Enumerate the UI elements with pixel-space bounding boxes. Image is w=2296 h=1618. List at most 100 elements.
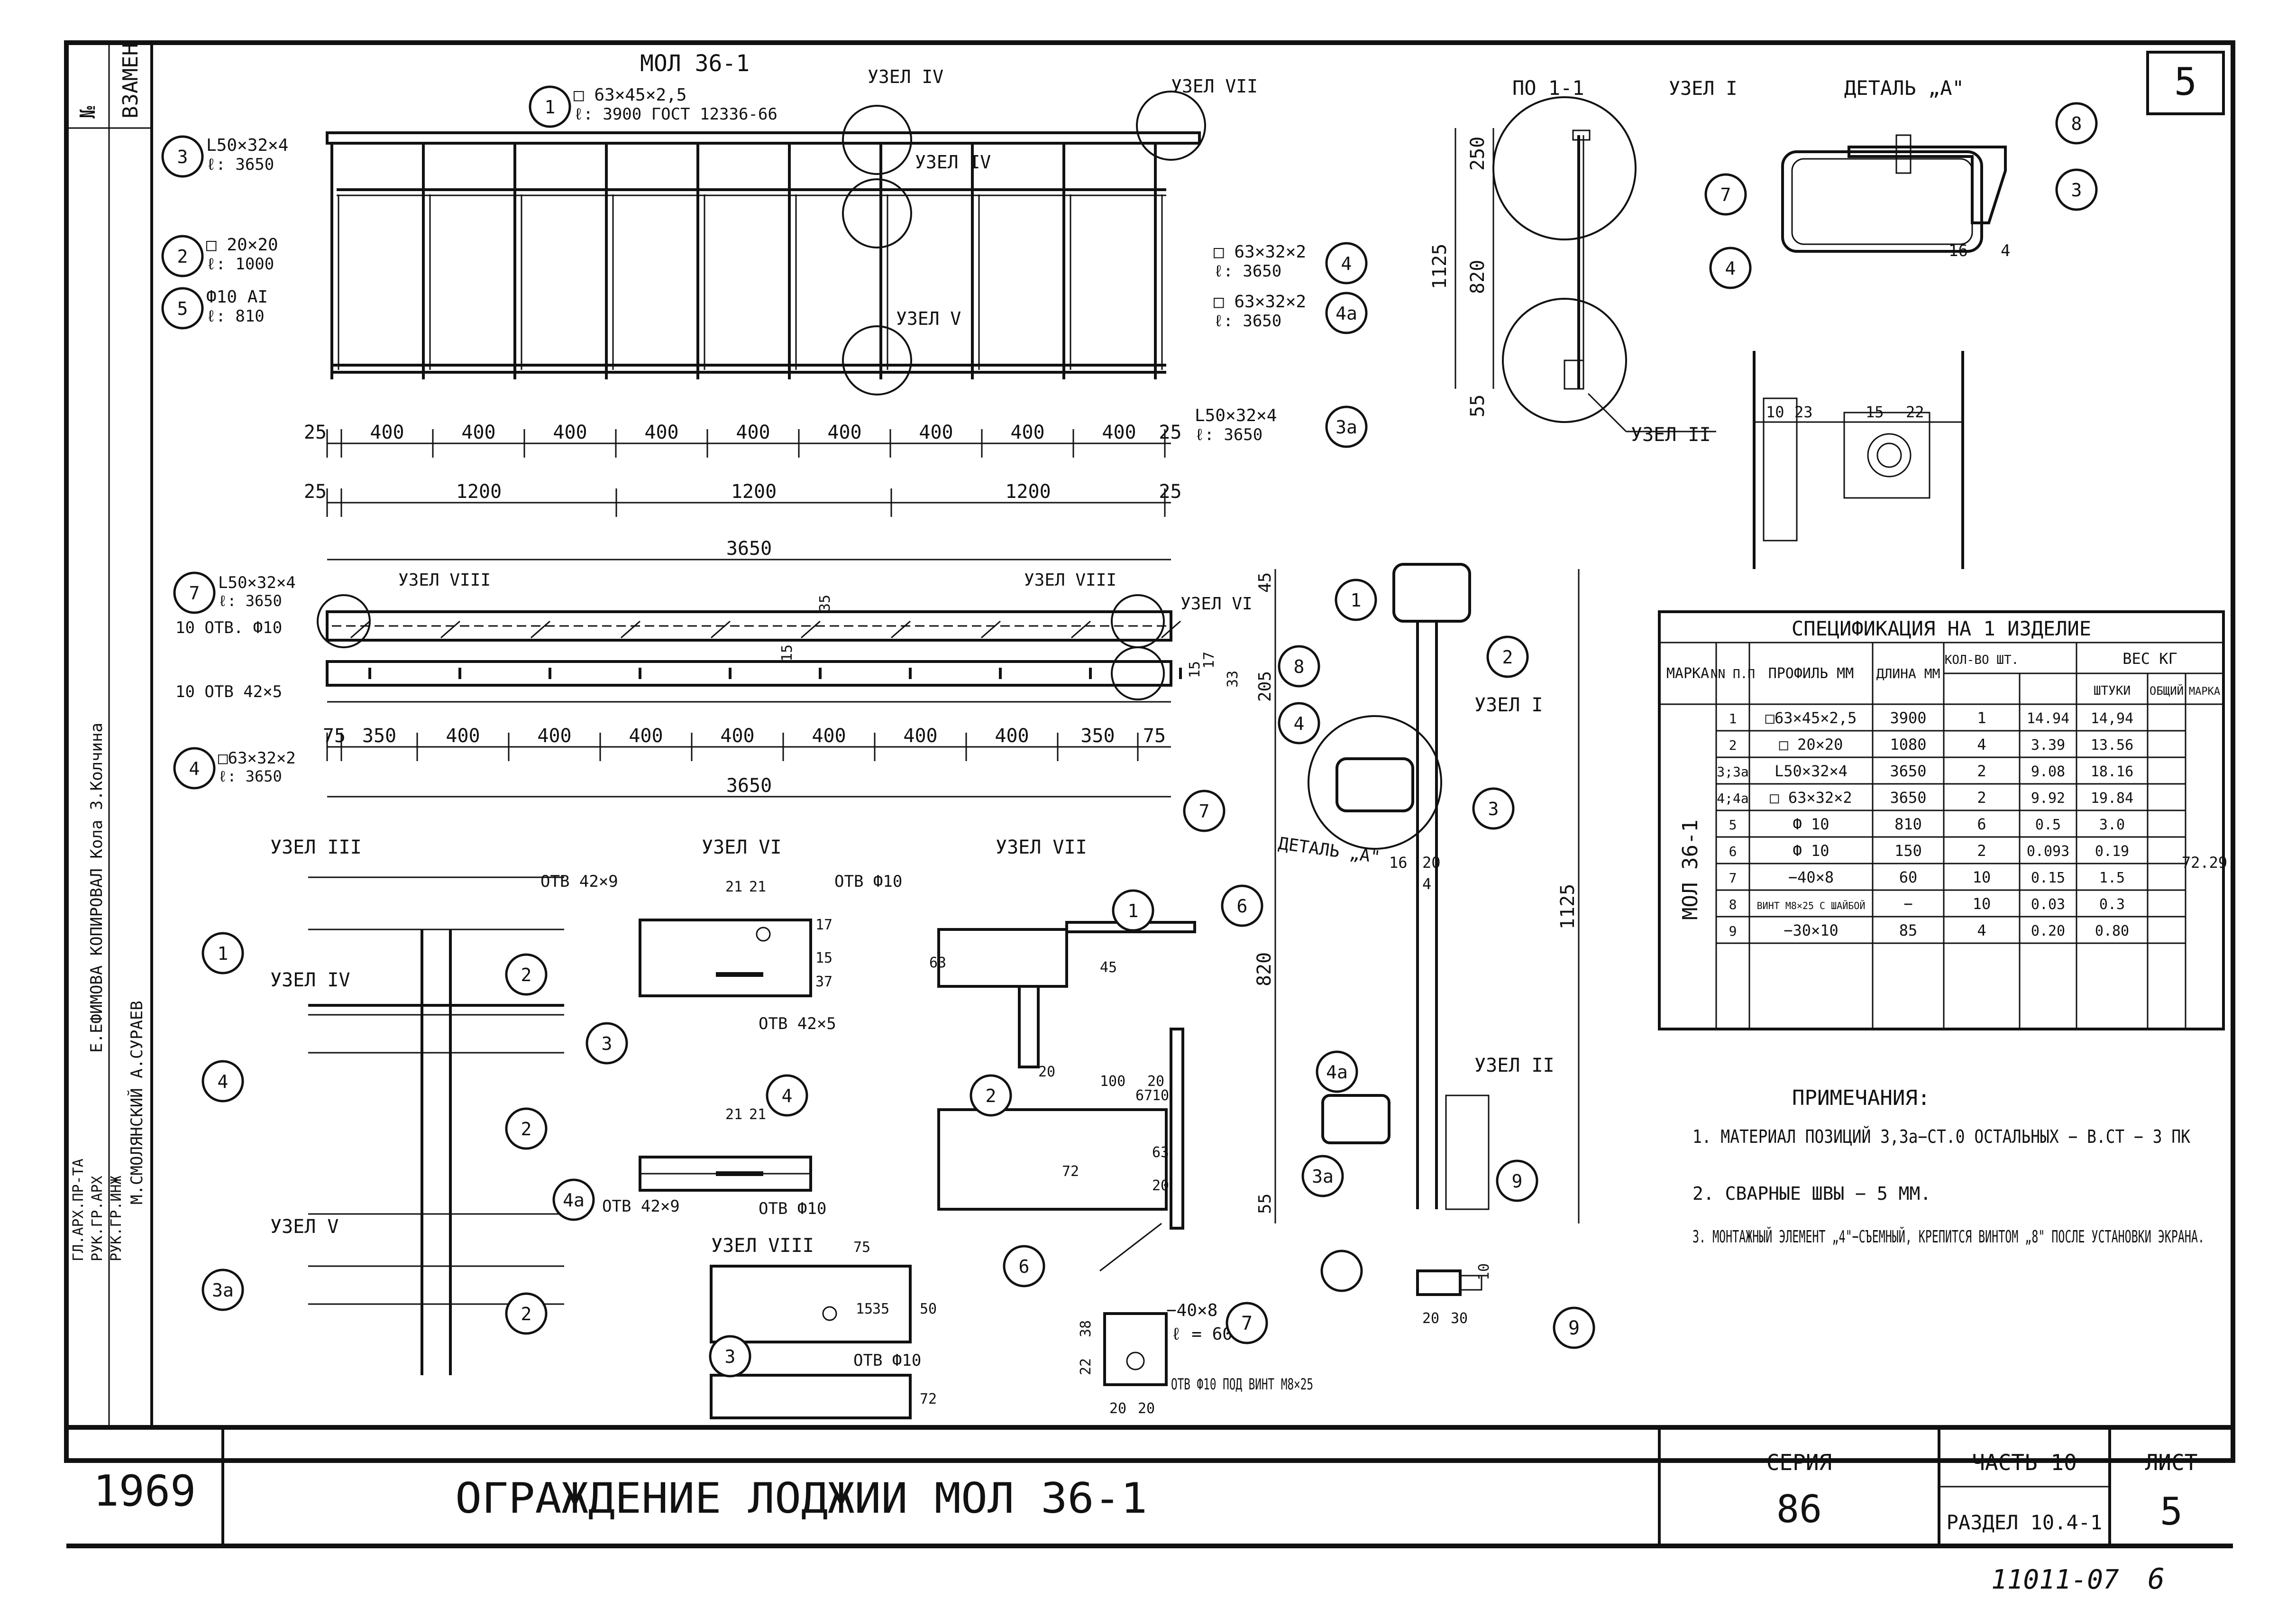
spec-row-6-total: 1.5 — [2099, 870, 2125, 886]
elev-callout-5-num: 5 — [177, 298, 188, 319]
node7-callout-2-num: 2 — [986, 1085, 997, 1106]
note-3: 3. МОНТАЖНЫЙ ЭЛЕМЕНТ „4"−СЪЕМНЫЙ, КРЕПИТ… — [1692, 1227, 2205, 1247]
plan-callout-4-profile: □63×32×2 — [218, 749, 296, 768]
spec-row-6-profile: −40×8 — [1788, 868, 1834, 886]
spec-row-1-unit: 3.39 — [2031, 737, 2065, 754]
elev-callout-1 — [529, 85, 571, 128]
node4-label: УЗЕЛ IV — [270, 969, 350, 991]
rs-detail-a: ДЕТАЛЬ „А" — [1277, 834, 1381, 867]
rs-callout-4 — [1278, 702, 1320, 745]
node7-dim-3: 20 — [1147, 1073, 1164, 1090]
node-callout-2c — [505, 1292, 548, 1335]
node6-label: УЗЕЛ VI — [702, 837, 782, 858]
plate7-size: −40×8 — [1166, 1301, 1217, 1320]
spec-row-0-profile: □63×45×2,5 — [1765, 709, 1857, 727]
rs-dim-45: 45 — [1255, 572, 1275, 593]
spec-row-7-total: 0.3 — [2099, 896, 2125, 913]
node6-hole-top-right: ОТВ Ф10 — [834, 872, 902, 891]
plate7-dim-20a: 20 — [1109, 1400, 1126, 1417]
left-margin: ВЗАМЕН № Е.ЕФИМОВА КОПИРОВАЛ Кола З.Колч… — [70, 43, 146, 1261]
spec-row-1-qty: 4 — [1977, 735, 1986, 754]
elev-callout-2-length: ℓ: 1000 — [206, 255, 274, 274]
node7-callout-6b — [1003, 1245, 1045, 1287]
rs-callout-8 — [1278, 645, 1320, 688]
plan-dim-35: 35 — [817, 595, 833, 612]
node7-dim-5: 10 — [1152, 1087, 1169, 1104]
spec-row-2-qty: 2 — [1977, 762, 1986, 780]
detail-a-callout-8 — [2055, 102, 2098, 145]
spec-h-total: ОБЩИЙ — [2150, 684, 2184, 698]
spec-row-7-qty: 10 — [1973, 895, 1991, 913]
detail-a-callout-7 — [1704, 173, 1747, 216]
plate7-hole: ОТВ Ф10 ПОД ВИНТ М8×25 — [1171, 1375, 1313, 1393]
node6-hole-top-left: ОТВ 42×9 — [540, 872, 618, 891]
node-callout-4a — [552, 1178, 595, 1221]
plan-holes-bottom: 10 ОТВ 42×5 — [175, 682, 282, 701]
spec-row-4-no: 5 — [1729, 817, 1737, 833]
section-1-1: ПО 1-1 УЗЕЛ I 1125 250 820 55 УЗЕЛ II — [1429, 76, 1738, 446]
node-callout-4a-num: 4а — [563, 1190, 585, 1211]
title-sheet-label: ЛИСТ — [2145, 1450, 2198, 1475]
node7-dim-0: 45 — [1100, 959, 1117, 976]
elev-node7-label: УЗЕЛ VII — [1171, 76, 1258, 97]
plan-view: УЗЕЛ VIII УЗЕЛ VIII УЗЕЛ VI 10 ОТВ. Ф10 … — [173, 570, 1253, 798]
callout-2-bar — [1320, 1250, 1363, 1292]
plan-dim-15: 15 — [779, 644, 796, 662]
node7-callout-6 — [1221, 884, 1263, 927]
plan-dim-2: 400 — [446, 725, 480, 747]
rs-dim-205: 205 — [1255, 671, 1275, 702]
elev-callout-4-num: 4 — [1341, 253, 1352, 274]
elev-callout-3-num: 3 — [177, 147, 188, 167]
elev-node5-label: УЗЕЛ V — [896, 308, 961, 329]
spec-title: СПЕЦИФИКАЦИЯ НА 1 ИЗДЕЛИЕ — [1792, 617, 2091, 640]
plan-dim-17: 17 — [1201, 652, 1217, 669]
node6-dim-6: 21 — [725, 1106, 742, 1123]
spec-row-1-total: 13.56 — [2091, 737, 2133, 754]
spec-row-6-unit: 0.15 — [2031, 870, 2065, 886]
section-node1: УЗЕЛ I — [1669, 78, 1738, 100]
spec-table: СПЕЦИФИКАЦИЯ НА 1 ИЗДЕЛИЕ МАРКА NN П.П П… — [1658, 610, 2227, 1030]
spec-row-7-unit: 0.03 — [2031, 896, 2065, 913]
spec-row-4-profile: Ф 10 — [1793, 815, 1829, 833]
section-title: ПО 1-1 — [1512, 76, 1584, 100]
elev-dim-400-1: 400 — [370, 422, 404, 443]
spec-row-2-profile: L50×32×4 — [1775, 762, 1848, 780]
spec-row-2-unit: 9.08 — [2031, 763, 2065, 780]
node8-dim-0: 75 — [853, 1239, 870, 1256]
elev-dim-1200-0: 25 — [304, 481, 327, 503]
elev-dim-400-3: 400 — [553, 422, 587, 443]
elev-callout-2-num: 2 — [177, 246, 188, 267]
plate7-dim-38: 38 — [1078, 1320, 1094, 1337]
node-callout-3-num: 3 — [602, 1033, 613, 1054]
elev-callout-4а-num: 4а — [1336, 303, 1357, 324]
node-callout-2c-num: 2 — [521, 1304, 532, 1324]
node6-dim-7: 21 — [749, 1106, 766, 1123]
elev-dim-400-8: 400 — [1010, 422, 1044, 443]
plate7-dim-22: 22 — [1078, 1358, 1094, 1375]
node7-dim-8: 72 — [1062, 1163, 1079, 1180]
spec-row-8-unit: 0.20 — [2031, 923, 2065, 939]
spec-row-6-length: 60 — [1899, 868, 1918, 886]
plan-callout-7-num: 7 — [189, 583, 200, 604]
node-callout-3a — [201, 1269, 244, 1311]
spec-row-3-total: 19.84 — [2091, 790, 2133, 807]
rs-callout-9 — [1496, 1159, 1538, 1202]
elev-callout-3а-length: ℓ: 3650 — [1195, 425, 1262, 444]
spec-row-4-length: 810 — [1894, 815, 1922, 833]
elev-node4-label: УЗЕЛ IV — [868, 66, 943, 87]
spec-h-no: NN П.П — [1711, 667, 1755, 681]
node6-dim-3: 15 — [815, 950, 832, 966]
elev-callout-1-length: ℓ: 3900 ГОСТ 12336-66 — [574, 105, 778, 124]
plan-node8-left: УЗЕЛ VIII — [398, 570, 491, 590]
rs-dim-16: 16 — [1389, 854, 1408, 872]
spec-row-3-length: 3650 — [1890, 789, 1926, 807]
bar-9: 20 30 10 9 — [1320, 1250, 1595, 1349]
node-callout-3a-num: 3а — [212, 1280, 234, 1301]
spec-row-7-length: − — [1903, 895, 1912, 913]
node6-hole-bottom-left: ОТВ 42×9 — [602, 1197, 680, 1216]
elev-dim-400-9: 400 — [1102, 422, 1136, 443]
section-dim-820: 820 — [1467, 260, 1489, 294]
elev-callout-4 — [1325, 242, 1368, 285]
spec-row-3-profile: □ 63×32×2 — [1770, 789, 1852, 807]
